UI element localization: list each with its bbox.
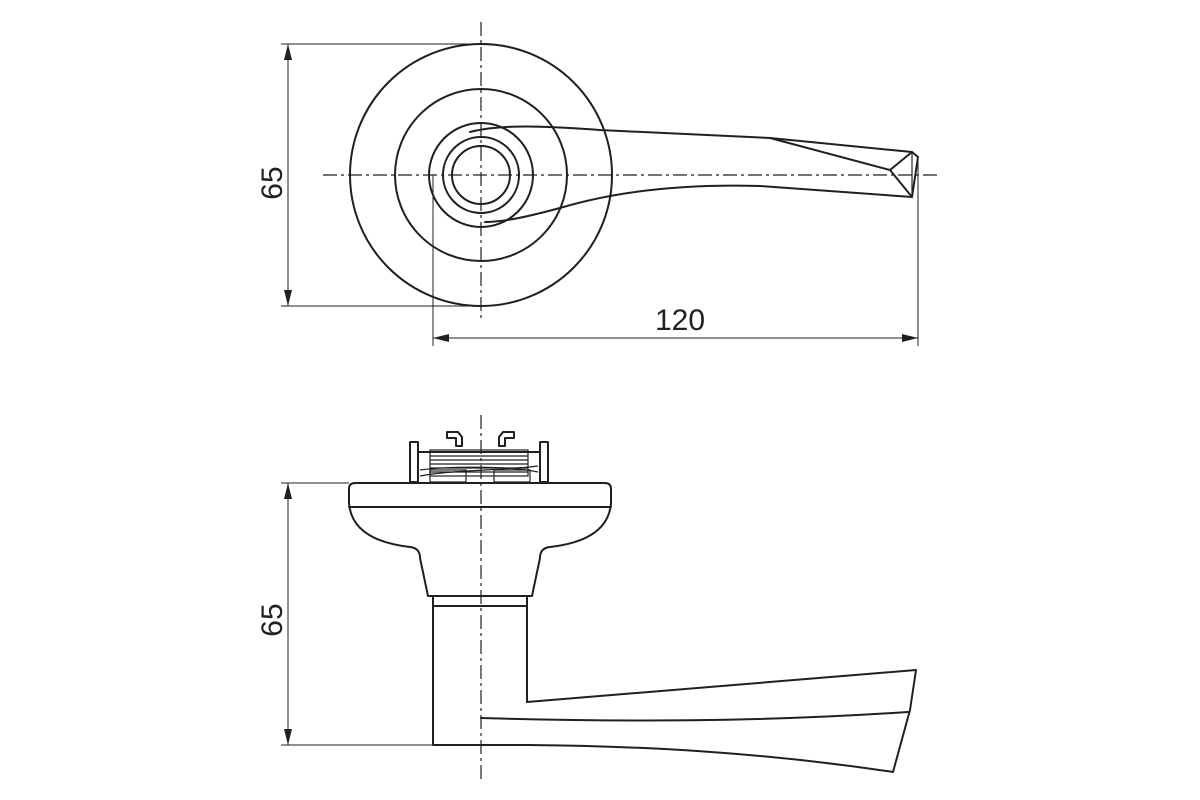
lever-top-outline xyxy=(469,125,919,223)
retaining-clip-left xyxy=(446,431,463,447)
retaining-clip-right xyxy=(498,431,515,447)
top-height-arrow-down xyxy=(284,290,292,306)
rosette-side-profile xyxy=(348,482,612,597)
lever-tip-facet xyxy=(889,169,913,198)
cage-left-post xyxy=(409,441,419,483)
top-length-arrow-right xyxy=(902,334,918,342)
top-length-arrow-left xyxy=(433,334,449,342)
cage-right-post xyxy=(539,441,549,483)
top-length-dim-label: 120 xyxy=(655,304,705,337)
side-height-arrow-down xyxy=(284,729,292,745)
side-height-arrow-up xyxy=(284,483,292,499)
cage-frame xyxy=(417,451,541,483)
top-view: 65 120 xyxy=(256,22,940,346)
spring-stack xyxy=(429,449,529,477)
top-height-dim-label: 65 xyxy=(256,166,289,199)
lever-side-profile xyxy=(519,669,917,773)
shaft-body xyxy=(432,605,528,746)
shaft-collar xyxy=(432,595,528,607)
lever-twist-line xyxy=(769,137,913,171)
top-height-arrow-up xyxy=(284,44,292,60)
spring-mechanism xyxy=(409,431,549,483)
side-view: 65 xyxy=(256,415,917,780)
side-height-dim-label: 65 xyxy=(256,603,289,636)
lever-side-inner-edge xyxy=(480,711,909,722)
